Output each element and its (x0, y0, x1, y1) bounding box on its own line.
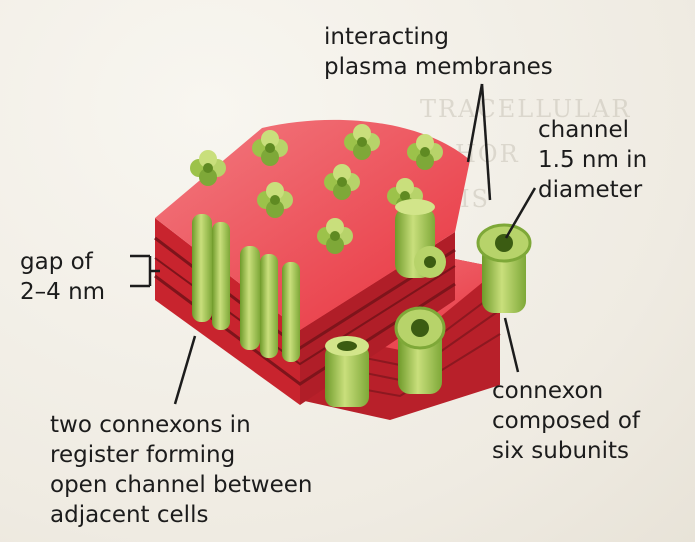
shelf-connexon (395, 199, 446, 278)
front-open-channel (325, 306, 446, 407)
two-connexons-label: two connexons in register forming open c… (50, 412, 313, 528)
gap-width-label: gap of 2–4 nm (20, 249, 106, 305)
connexon-rosettes (190, 124, 443, 254)
detached-connexon (476, 223, 532, 313)
connexon-subunits-label: connexon composed of six subunits (492, 378, 641, 464)
channel-diameter-label: channel 1.5 nm in diameter (538, 117, 648, 203)
interacting-membranes-label: interacting plasma membranes (324, 24, 553, 80)
show-through-text: TRACELLULAR (420, 95, 632, 123)
leader-lines (130, 83, 537, 405)
front-connexon-columns (192, 214, 300, 362)
